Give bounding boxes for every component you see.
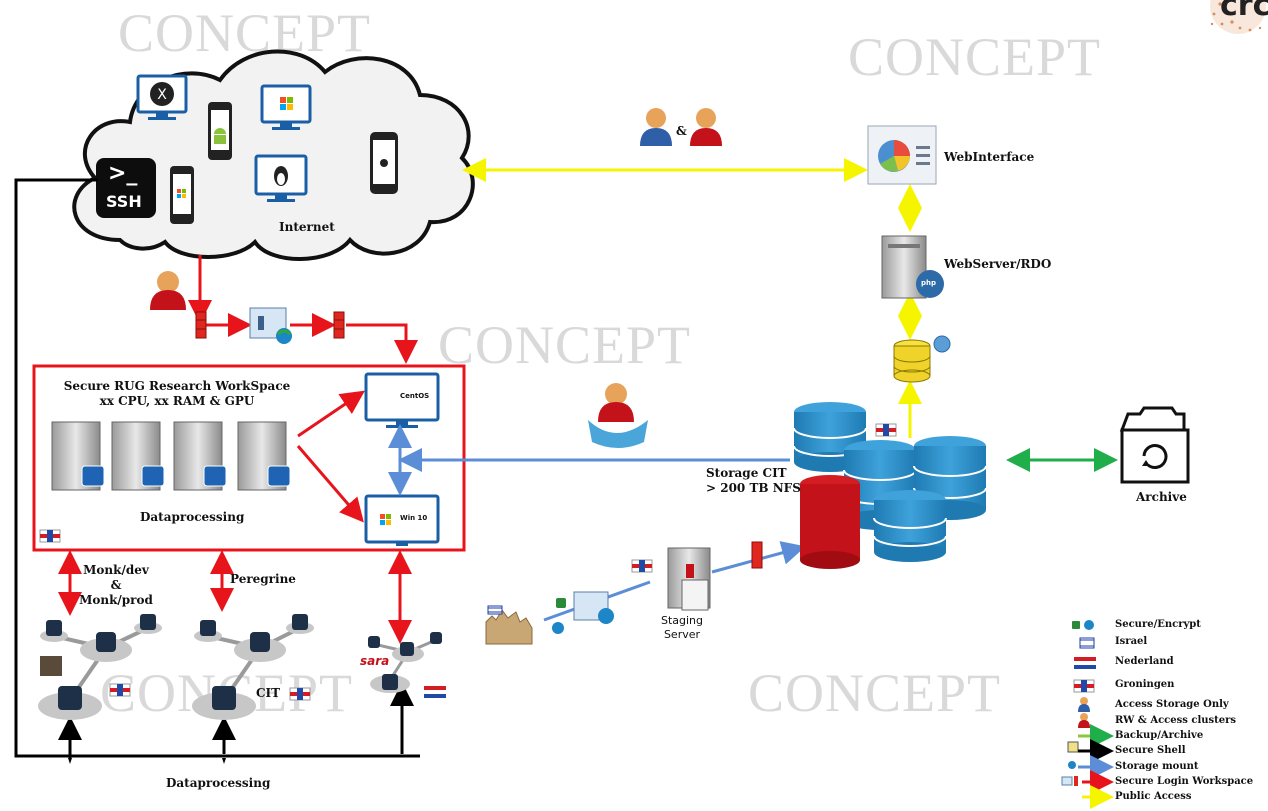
peregrine-label: Peregrine [230,572,296,586]
legend-icons [1061,620,1114,809]
workspace-servers [51,421,291,491]
brand-logo [1210,0,1266,34]
ssh-label: SSH [106,192,142,211]
php-badge: php [921,279,937,287]
storage-cit-cluster [793,402,987,569]
user-storage-access-icon [588,383,648,448]
groningen-flag-icon-staging [631,559,653,573]
firewall-icon-2 [333,311,345,339]
ssh-prompt: >_ [108,161,138,186]
sara-cluster-network [368,632,442,693]
secure-login-lines [58,255,418,644]
ssh-terminal-icon [96,158,156,218]
legend-secure-shell: Secure Shell [1115,745,1186,756]
shell-arrow-down-peregrine [222,758,226,764]
user-blue-icon [640,108,672,146]
android-phone-icon [208,102,232,160]
legend-nederland: Nederland [1115,656,1174,667]
linux-monitor-icon [254,154,308,202]
monk-label-line3: Monk/prod [79,593,153,607]
brand-text: crc [1220,0,1268,23]
legend-public-access: Public Access [1115,791,1192,802]
shell-arrow-down-monk [68,758,72,764]
secure-shell-lines [14,178,420,758]
windows-monitor-icon [260,84,312,130]
user-red-icon [690,108,722,146]
win10-label: Win 10 [400,514,428,522]
groningen-flag-icon-monk [109,683,131,697]
webserver-icon [881,235,944,299]
svg-text:X: X [157,87,167,103]
centos-monitor-icon [364,372,440,428]
public-access-lines [462,158,922,438]
groningen-flag-icon [39,529,61,543]
watermark-bottom-right: CONCEPT [748,663,1002,723]
web-database-icon [893,335,951,383]
monk-cluster-network [38,614,162,720]
monk-label-line2: & [110,578,122,592]
iphone-icon [370,132,398,194]
centos-label: CentOS [400,392,430,400]
webinterface-label: WebInterface [944,150,1035,164]
groningen-flag-icon-storage [875,423,897,437]
user-red-login-icon [150,271,186,310]
internet-label: Internet [279,220,335,234]
public-users-connector: & [676,124,687,138]
monk-label-line1: Monk/dev [83,563,149,577]
staging-label-line1: Staging [660,614,704,627]
red-storage-cylinder [800,475,860,569]
vpn-login-icon [249,307,292,344]
legend-secure-encrypt: Secure/Encrypt [1115,619,1201,630]
legend-storage-mount: Storage mount [1115,761,1199,772]
legend-rw-access-clusters: RW & Access clusters [1115,715,1237,726]
webserver-label: WebServer/RDO [944,257,1052,271]
cit-label: CIT [256,686,281,700]
webinterface-icon [867,125,937,185]
archive-icon [1119,406,1190,484]
workspace-subtitle: xx CPU, xx RAM & GPU [99,394,255,408]
watermark-top-left: CONCEPT [118,3,372,63]
legend-backup-archive: Backup/Archive [1115,730,1204,741]
israel-site-icon [485,605,533,645]
sara-label: sara [360,654,390,668]
netherlands-flag-icon [424,686,446,698]
peregrine-cluster-network [192,614,314,720]
legend-israel: Israel [1115,636,1148,647]
mac-monitor-icon: X [136,74,188,120]
workspace-title: Secure RUG Research WorkSpace [63,379,291,393]
staging-firewall-icon [751,541,763,569]
legend-access-storage-only: Access Storage Only [1115,699,1229,710]
windows-phone-icon [170,166,194,224]
watermark-center: CONCEPT [438,315,692,375]
legend-groningen: Groningen [1115,679,1175,690]
groningen-flag-icon-cit [289,687,311,701]
firewall-icon [195,311,207,339]
archive-label: Archive [1136,490,1187,504]
staging-label-line2: Server [663,628,701,641]
storage-label: Storage CIT [706,466,787,480]
legend-secure-login-workspace: Secure Login Workspace [1115,776,1254,787]
win10-monitor-icon [364,494,440,546]
staging-server-icon [667,547,711,611]
watermark-top-right: CONCEPT [848,27,1102,87]
workspace-dataprocessing-label: Dataprocessing [140,510,245,524]
secure-workspace-box [32,364,466,552]
storage-capacity-label: > 200 TB NFS [706,481,801,495]
bottom-dataprocessing-label: Dataprocessing [166,776,271,790]
staging-login-icon [552,591,614,634]
